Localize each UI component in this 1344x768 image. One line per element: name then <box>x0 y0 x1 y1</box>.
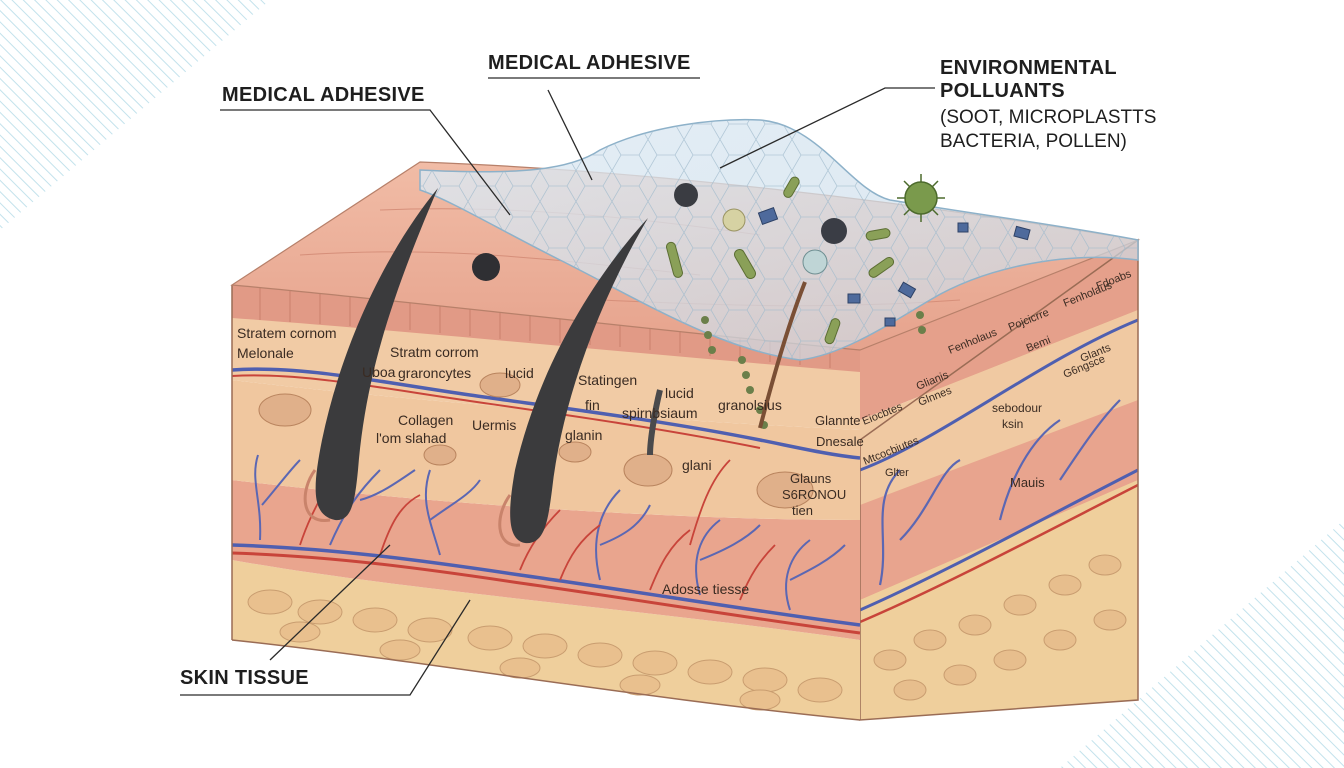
callout-pollutants-title-2: POLLUANTS <box>940 80 1065 102</box>
callout-pollutants-detail-1: (SOOT, MICROPLASTTS <box>940 107 1157 128</box>
front-label: tien <box>792 503 813 518</box>
front-label: Glannte <box>815 413 861 428</box>
front-labels: Stratem cornom Melonale Stratm corrom Ub… <box>237 325 864 597</box>
side-label: Glter <box>885 467 909 479</box>
front-label: spirnbsiaum <box>622 405 697 421</box>
dermal-glands <box>258 372 814 509</box>
front-label: Stratm corrom <box>390 344 479 360</box>
front-label: Adosse tiesse <box>662 581 749 597</box>
callout-medical-adhesive-left: MEDICAL ADHESIVE <box>222 84 425 106</box>
front-label: granolsius <box>718 397 782 413</box>
callout-pollutants-detail-2: BACTERIA, POLLEN) <box>940 131 1127 152</box>
arteries <box>299 459 776 601</box>
front-label: glani <box>682 457 712 473</box>
front-label: Melonale <box>237 345 294 361</box>
front-label: Collagen <box>398 412 453 428</box>
pollutant-particles <box>472 174 1031 429</box>
front-label: S6RONOU <box>782 487 846 502</box>
callout-skin-tissue: SKIN TISSUE <box>180 667 309 689</box>
side-label: ksin <box>1002 417 1023 431</box>
side-label: Mauis <box>1010 475 1045 490</box>
fat-cells <box>247 589 843 711</box>
front-label: lucid <box>665 385 694 401</box>
medical-adhesive-film <box>419 118 1139 361</box>
front-label: Stratem cornom <box>237 325 337 341</box>
callout-pollutants-title-1: ENVIRONMENTAL <box>940 57 1117 79</box>
front-label: Glauns <box>790 471 832 486</box>
callout-medical-adhesive-top: MEDICAL ADHESIVE <box>488 52 691 74</box>
front-label: l'om slahad <box>376 430 446 446</box>
front-label: fin <box>585 397 600 413</box>
front-label: Dnesale <box>816 434 864 449</box>
hair-follicles <box>303 188 807 547</box>
front-label: lucid <box>505 365 534 381</box>
side-label: sebodour <box>992 401 1042 415</box>
leader-lines <box>180 77 935 696</box>
veins <box>254 454 846 611</box>
front-label: glanin <box>565 427 602 443</box>
front-label: Uermis <box>472 417 516 433</box>
front-label: Statingen <box>578 372 637 388</box>
pollen-icon <box>897 174 945 222</box>
front-label: graroncytes <box>398 365 471 381</box>
front-label: Uboa <box>362 364 396 380</box>
block-side-face <box>859 238 1139 721</box>
block-front-face <box>231 285 861 721</box>
